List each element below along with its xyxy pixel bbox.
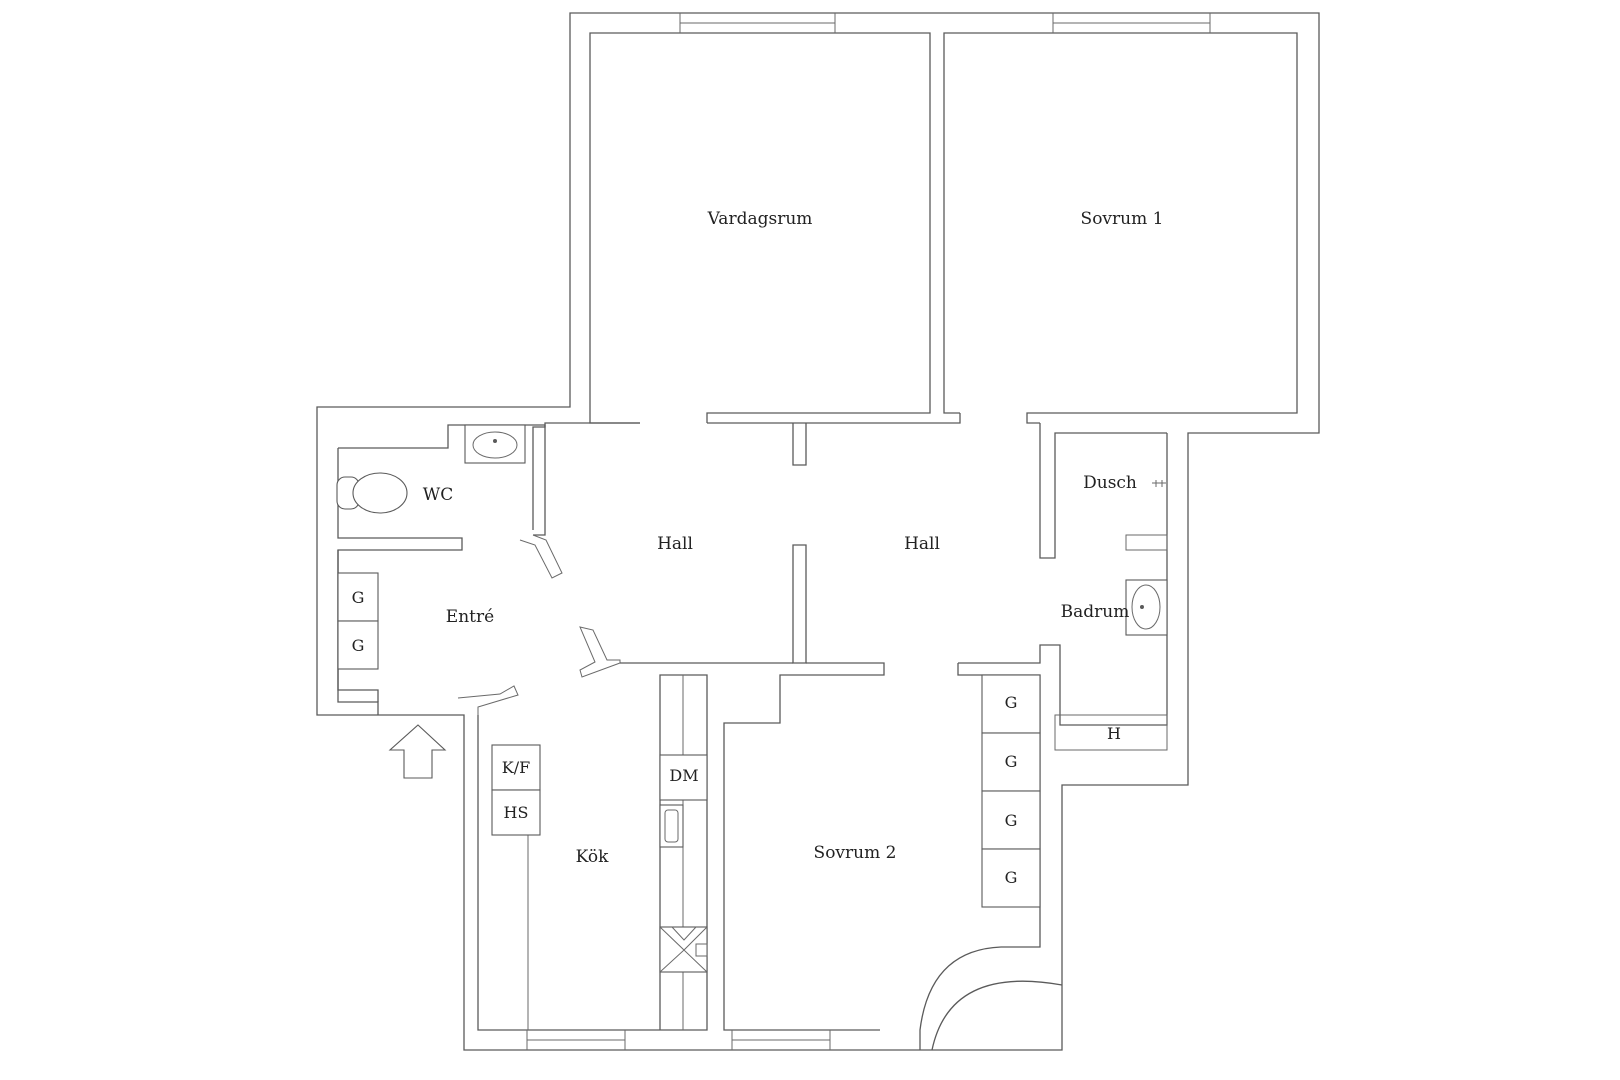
tall-cabinet-label: HS	[504, 803, 529, 822]
badrum-washbasin-icon	[1125, 579, 1168, 636]
room-label-hall-left: Hall	[657, 534, 693, 554]
window-kok	[526, 1030, 626, 1050]
room-label-wc: WC	[423, 485, 453, 505]
closet-sov2-2-label: G	[1005, 752, 1018, 771]
door-entre-kitchen	[579, 626, 621, 678]
sink-icon	[659, 804, 684, 848]
fridge-freezer	[491, 744, 541, 791]
hall-left-inner	[533, 427, 546, 536]
closet-sov2-2	[981, 732, 1041, 792]
wc-inner	[337, 448, 463, 702]
window-sovrum2	[731, 1030, 831, 1050]
entrance-arrow-icon	[388, 724, 447, 779]
room-label-hall-right: Hall	[904, 534, 940, 554]
room-label-kok: Kök	[576, 847, 609, 867]
vardagsrum-door-jamb	[707, 413, 961, 424]
badrum-inner	[1054, 714, 1168, 751]
closet-sov2-4	[981, 848, 1041, 908]
closet-entre-2-label: G	[352, 636, 365, 655]
shower-icon	[1152, 480, 1166, 487]
room-label-dusch: Dusch	[1083, 473, 1137, 493]
hallway-shelf-label: H	[1107, 724, 1121, 743]
sovrum2-curved-wall	[919, 946, 1063, 1051]
sovrum1-walls	[943, 32, 1298, 424]
closet-entre-1-label: G	[352, 588, 365, 607]
hall-bottom-wall	[620, 662, 885, 1031]
room-label-sovrum2: Sovrum 2	[814, 843, 897, 863]
closet-sov2-1	[981, 674, 1041, 734]
closet-sov2-3	[981, 790, 1041, 850]
stove-icon	[659, 926, 708, 973]
room-label-badrum: Badrum	[1061, 602, 1130, 622]
room-label-sovrum1: Sovrum 1	[1081, 209, 1164, 229]
closet-sov2-1-label: G	[1005, 693, 1018, 712]
room-label-vardagsrum: Vardagsrum	[707, 209, 813, 229]
closet-sov2-3-label: G	[1005, 811, 1018, 830]
closet-sov2-4-label: G	[1005, 868, 1018, 887]
dusch-walls	[1039, 423, 1167, 559]
hall-divider-top	[792, 423, 807, 466]
fridge-freezer-label: K/F	[502, 758, 530, 777]
window-vardagsrum	[679, 13, 836, 33]
dishwasher-label: DM	[669, 766, 698, 785]
kok-walls	[477, 674, 708, 1031]
door-wc	[519, 534, 563, 579]
hall-divider-bottom	[792, 544, 807, 664]
exterior-wall-outer	[316, 12, 1320, 1051]
tall-cabinet	[491, 789, 541, 836]
washbasin-icon	[464, 424, 526, 464]
room-label-entre: Entré	[446, 607, 494, 627]
door-entre-bottom	[457, 685, 519, 715]
hall-left-wall	[544, 422, 640, 427]
dusch-divider	[1125, 534, 1168, 551]
window-sovrum1	[1052, 13, 1211, 33]
toilet-icon	[336, 472, 408, 514]
closet-entre-2	[337, 620, 379, 670]
dishwasher	[659, 754, 708, 801]
